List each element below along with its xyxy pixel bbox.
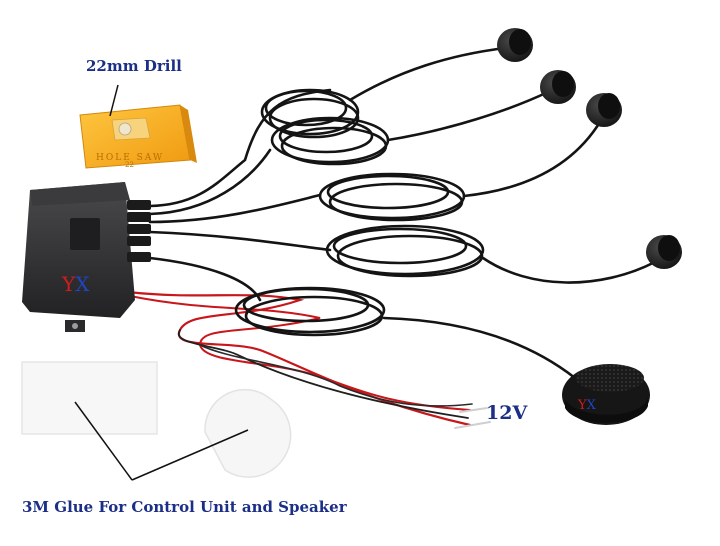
- drill-box: HOLE SAW 22: [79, 104, 197, 169]
- glue-label: 3M Glue For Control Unit and Speaker: [22, 498, 347, 516]
- voltage-label: 12V: [486, 402, 528, 424]
- pointer-lines: [74, 84, 249, 481]
- brand-letter-x: X: [75, 272, 90, 296]
- glue-pad-square: [21, 361, 158, 435]
- glue-pads: [21, 361, 292, 478]
- brand-letter-x-speaker: X: [586, 398, 596, 413]
- control-unit: [22, 182, 151, 332]
- glue-pad-round: [204, 388, 292, 478]
- sensor-1: [497, 28, 533, 62]
- drill-label: 22mm Drill: [86, 57, 182, 75]
- brand-mark-speaker: YX: [578, 398, 596, 413]
- brand-mark-control-unit: YX: [62, 272, 89, 296]
- drill-box-print-2: 22: [125, 161, 134, 169]
- brand-letter-y: Y: [62, 272, 76, 296]
- sensor-2: [540, 70, 576, 104]
- brand-letter-y-speaker: Y: [578, 398, 587, 413]
- power-wires: [126, 290, 491, 429]
- sensor-4: [646, 235, 682, 269]
- sensor-cables: [148, 46, 657, 380]
- buzzer-speaker: [562, 364, 650, 425]
- drill-box-print-1: HOLE SAW: [96, 153, 164, 163]
- parking-sensors: [497, 28, 682, 269]
- sensor-3: [586, 93, 622, 127]
